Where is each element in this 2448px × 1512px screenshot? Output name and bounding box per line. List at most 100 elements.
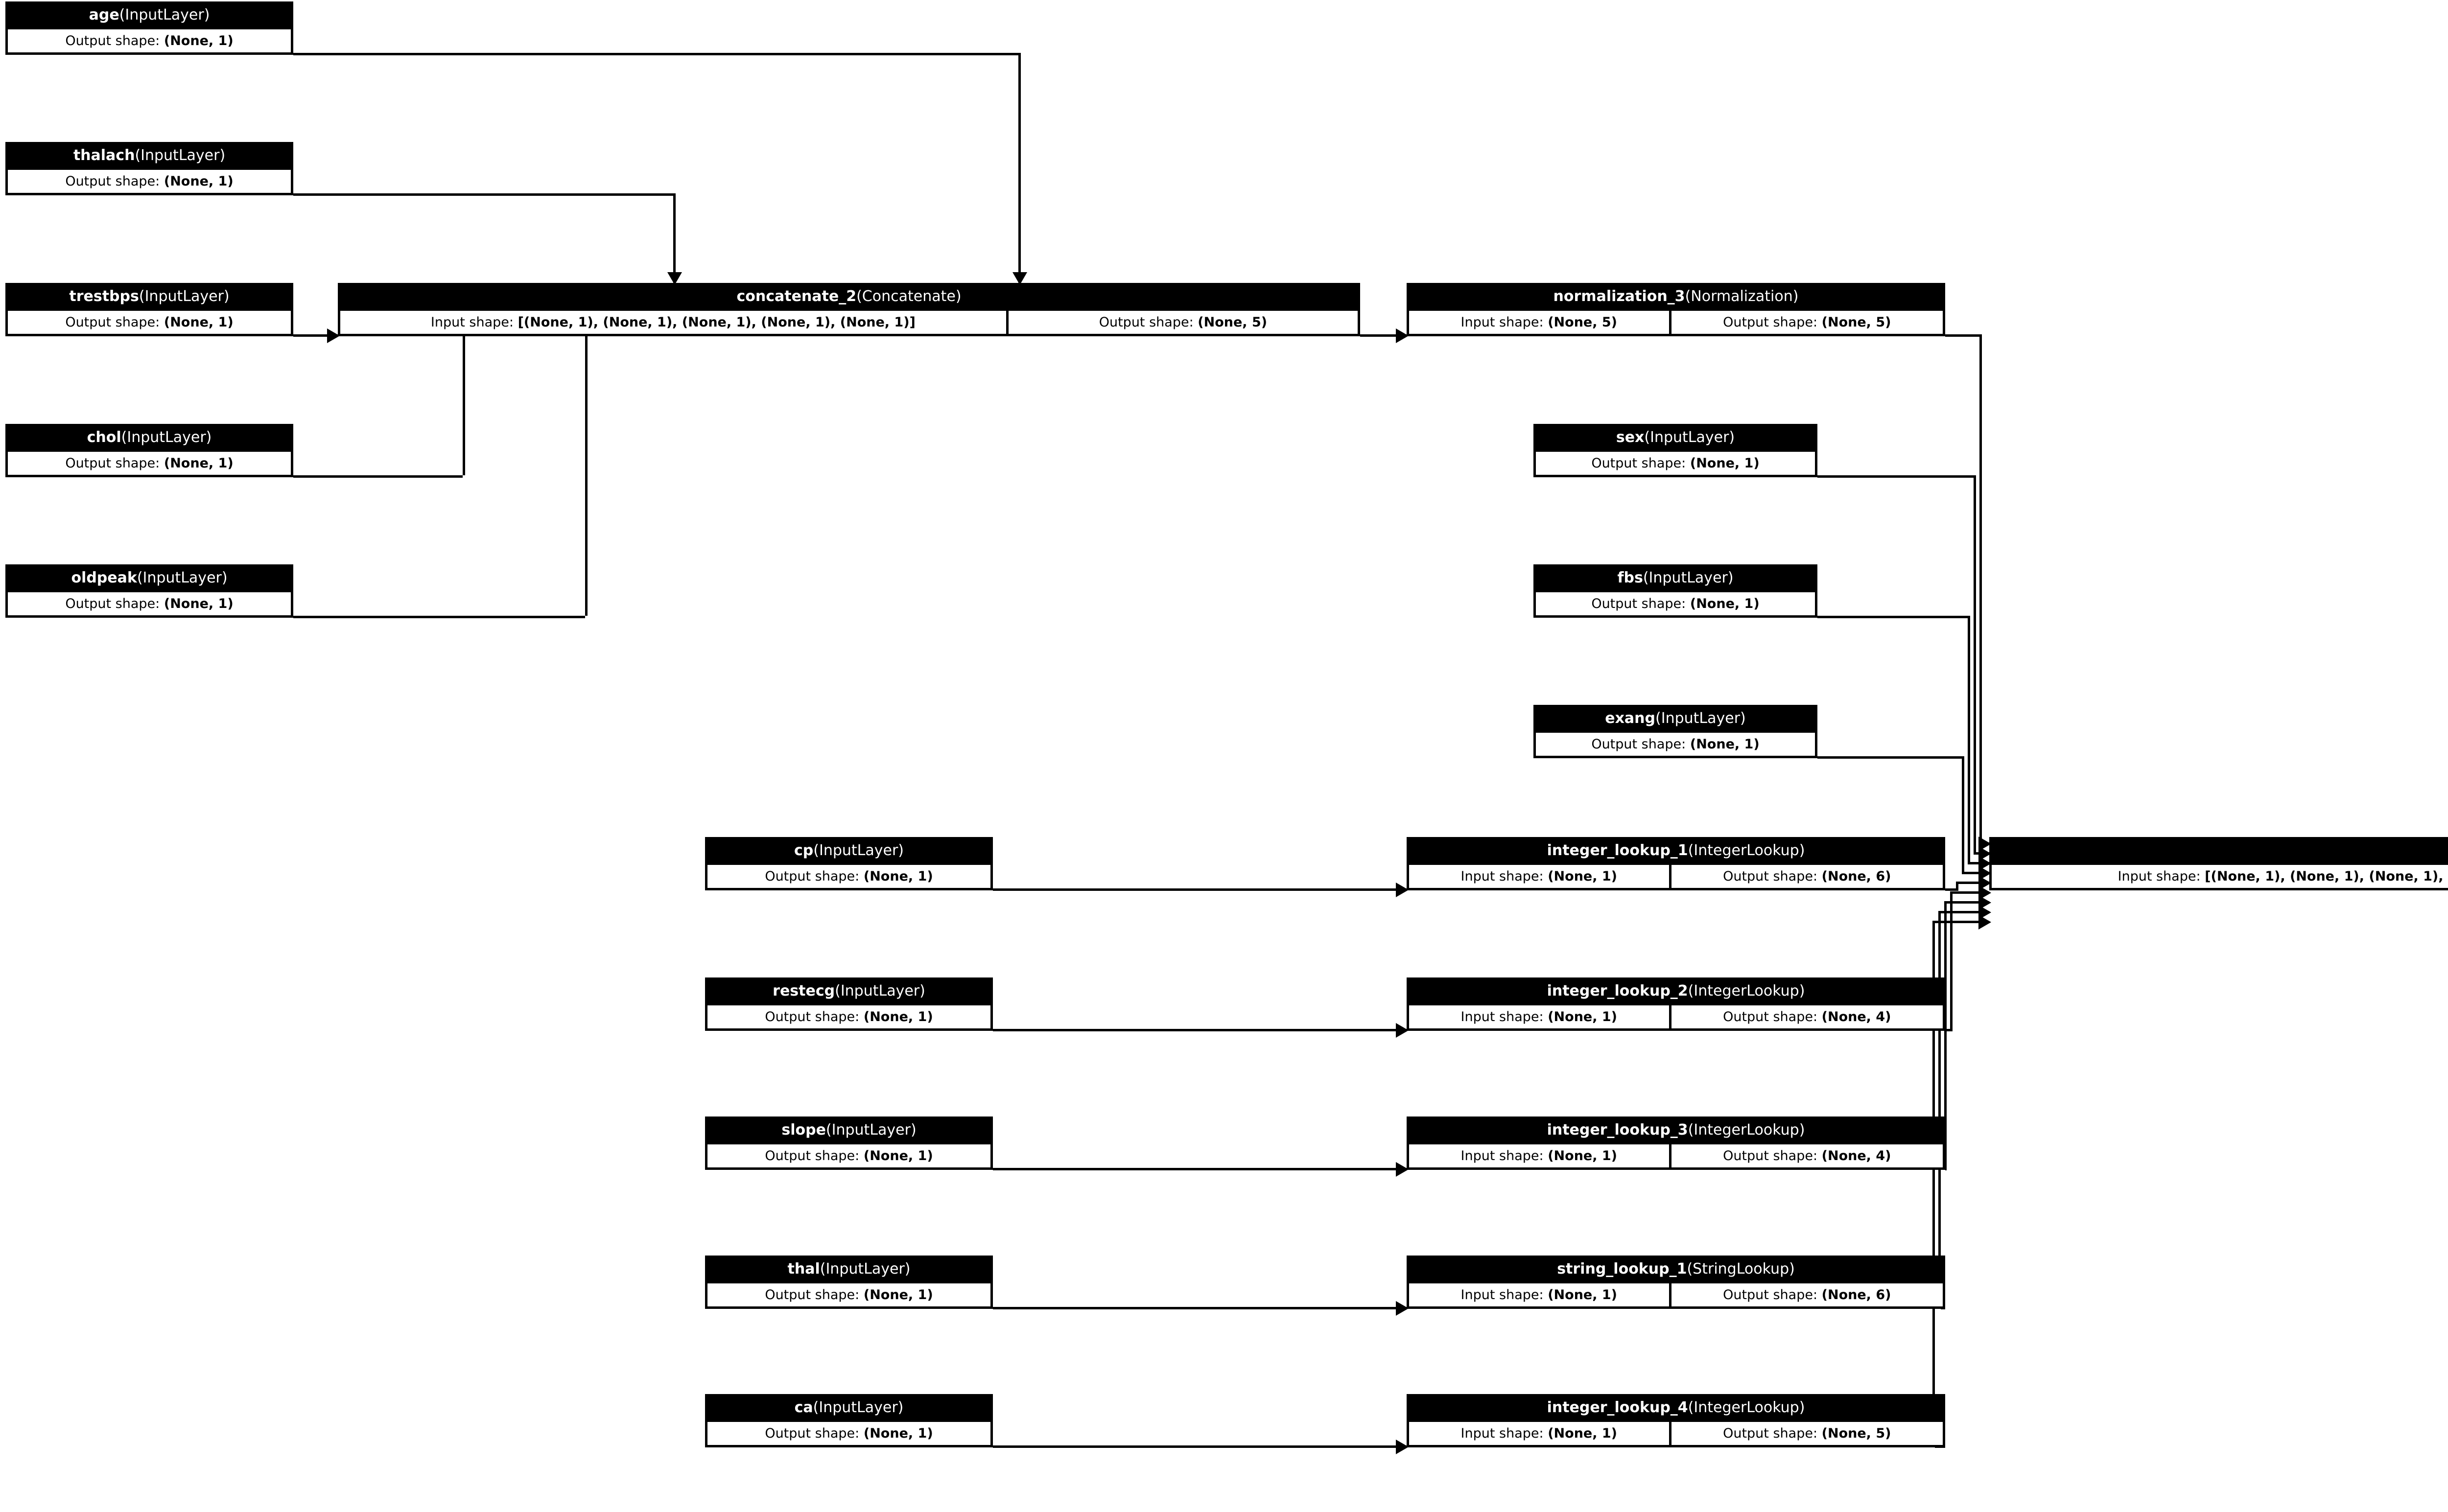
node-layer-name: integer_lookup_4 <box>1547 1399 1688 1416</box>
node-shapes-concatenate_3: Input shape: [(None, 1), (None, 1), (Non… <box>1992 862 2448 888</box>
output-shape-cell: Output shape: (None, 1) <box>707 1005 990 1028</box>
output-shape-value: (None, 4) <box>1821 1148 1891 1163</box>
output-shape-label: Output shape: <box>1723 1287 1818 1303</box>
input-shape-value: [(None, 1), (None, 1), (None, 1), (None,… <box>518 314 916 330</box>
output-shape-label: Output shape: <box>1723 1009 1818 1024</box>
node-title-normalization_3: normalization_3 (Normalization) <box>1409 285 1943 308</box>
node-integer_lookup_2[interactable]: integer_lookup_2 (IntegerLookup)Input sh… <box>1407 977 1945 1031</box>
output-shape-value: (None, 1) <box>863 1287 933 1303</box>
node-restecg[interactable]: restecg (InputLayer)Output shape: (None,… <box>705 977 993 1031</box>
node-integer_lookup_4[interactable]: integer_lookup_4 (IntegerLookup)Input sh… <box>1407 1394 1945 1447</box>
node-string_lookup_1[interactable]: string_lookup_1 (StringLookup)Input shap… <box>1407 1256 1945 1309</box>
node-chol[interactable]: chol (InputLayer)Output shape: (None, 1) <box>5 424 293 477</box>
node-title-slope: slope (InputLayer) <box>707 1119 990 1142</box>
edge-sex-to-concatenate3-h1 <box>1817 475 1976 478</box>
edge-oldpeak-to-concatenate2-h <box>293 616 585 618</box>
input-shape-label: Input shape: <box>1460 314 1544 330</box>
node-title-integer_lookup_2: integer_lookup_2 (IntegerLookup) <box>1409 980 1943 1003</box>
output-shape-value: (None, 1) <box>164 455 234 471</box>
node-fbs[interactable]: fbs (InputLayer)Output shape: (None, 1) <box>1533 564 1817 618</box>
input-shape-label: Input shape: <box>1460 1148 1544 1163</box>
output-shape-label: Output shape: <box>765 868 860 884</box>
output-shape-value: (None, 1) <box>863 1148 933 1163</box>
output-shape-label: Output shape: <box>1591 736 1686 752</box>
output-shape-value: (None, 1) <box>863 1009 933 1024</box>
node-shapes-thal: Output shape: (None, 1) <box>707 1280 990 1306</box>
input-shape-label: Input shape: <box>2118 868 2201 884</box>
node-layer-name: ca <box>794 1399 813 1416</box>
output-shape-label: Output shape: <box>1591 455 1686 471</box>
node-exang[interactable]: exang (InputLayer)Output shape: (None, 1… <box>1533 705 1817 758</box>
node-shapes-integer_lookup_3: Input shape: (None, 1)Output shape: (Non… <box>1409 1141 1943 1167</box>
node-layer-type: (StringLookup) <box>1687 1260 1795 1278</box>
input-shape-value: (None, 1) <box>1548 1009 1618 1024</box>
node-oldpeak[interactable]: oldpeak (InputLayer)Output shape: (None,… <box>5 564 293 618</box>
output-shape-value: (None, 4) <box>1821 1009 1891 1024</box>
output-shape-value: (None, 5) <box>1821 314 1891 330</box>
node-age[interactable]: age (InputLayer)Output shape: (None, 1) <box>5 1 293 55</box>
edge-arrowhead-right <box>1396 328 1409 343</box>
node-title-concatenate_3: concatenate_3 (Concatenate) <box>1992 839 2448 862</box>
node-title-integer_lookup_3: integer_lookup_3 (IntegerLookup) <box>1409 1119 1943 1142</box>
node-layer-type: (InputLayer) <box>813 1399 904 1416</box>
node-shapes-concatenate_2: Input shape: [(None, 1), (None, 1), (Non… <box>340 308 1358 334</box>
output-shape-value: (None, 1) <box>164 33 234 48</box>
edge-integer_lookup_3-to-concatenate3-h1 <box>1945 1168 1947 1170</box>
output-shape-value: (None, 1) <box>164 173 234 189</box>
node-title-integer_lookup_4: integer_lookup_4 (IntegerLookup) <box>1409 1396 1943 1419</box>
edge-exang-to-concatenate3-h1 <box>1817 756 1964 759</box>
output-shape-label: Output shape: <box>765 1425 860 1441</box>
input-shape-cell: Input shape: [(None, 1), (None, 1), (Non… <box>340 310 1006 334</box>
node-title-oldpeak: oldpeak (InputLayer) <box>8 567 291 590</box>
node-cp[interactable]: cp (InputLayer)Output shape: (None, 1) <box>705 837 993 890</box>
node-shapes-integer_lookup_4: Input shape: (None, 1)Output shape: (Non… <box>1409 1419 1943 1445</box>
node-shapes-oldpeak: Output shape: (None, 1) <box>8 589 291 615</box>
node-sex[interactable]: sex (InputLayer)Output shape: (None, 1) <box>1533 424 1817 477</box>
node-layer-name: trestbps <box>69 288 139 305</box>
node-thalach[interactable]: thalach (InputLayer)Output shape: (None,… <box>5 142 293 195</box>
edge-integer_lookup_2-to-concatenate3-h2 <box>1950 891 1989 894</box>
node-integer_lookup_3[interactable]: integer_lookup_3 (IntegerLookup)Input sh… <box>1407 1117 1945 1170</box>
output-shape-cell: Output shape: (None, 1) <box>1536 592 1815 615</box>
edge-normalization_3-to-concatenate3-h1 <box>1945 334 1982 337</box>
node-layer-type: (InputLayer) <box>835 982 925 1000</box>
output-shape-cell: Output shape: (None, 5) <box>1669 1421 1943 1445</box>
node-normalization_3[interactable]: normalization_3 (Normalization) Input sha… <box>1407 283 1945 336</box>
edge-trestbps-to-concatenate2-h <box>293 334 338 337</box>
output-shape-value: (None, 1) <box>1690 596 1760 611</box>
node-integer_lookup_1[interactable]: integer_lookup_1 (IntegerLookup)Input sh… <box>1407 837 1945 890</box>
node-ca[interactable]: ca (InputLayer) Output shape: (None, 1) <box>705 1394 993 1447</box>
node-layer-name: integer_lookup_2 <box>1547 982 1688 1000</box>
edge-thalach-to-concatenate2-v <box>673 193 676 283</box>
node-layer-type: (InputLayer) <box>1655 710 1746 727</box>
node-layer-type: (InputLayer) <box>137 569 228 586</box>
edge-chol-to-concatenate2-v <box>463 334 465 475</box>
node-title-cp: cp (InputLayer) <box>707 839 990 862</box>
node-concatenate_3[interactable]: concatenate_3 (Concatenate)Input shape: … <box>1989 837 2448 890</box>
input-shape-value: (None, 1) <box>1548 1287 1618 1303</box>
node-title-age: age (InputLayer) <box>8 4 291 27</box>
node-layer-type: (Concatenate) <box>856 288 962 305</box>
output-shape-cell: Output shape: (None, 1) <box>707 1283 990 1306</box>
edge-fbs-to-concatenate3-v <box>1968 616 1970 862</box>
node-thal[interactable]: thal (InputLayer)Output shape: (None, 1) <box>705 1256 993 1309</box>
edge-age-to-concatenate2-v <box>1018 53 1021 283</box>
edge-restecg-to-integer_lookup_2-h <box>993 1029 1407 1031</box>
output-shape-cell: Output shape: (None, 1) <box>1536 451 1815 475</box>
output-shape-cell: Output shape: (None, 1) <box>1536 732 1815 756</box>
edge-cp-to-integer_lookup_1-h <box>993 888 1407 891</box>
node-trestbps[interactable]: trestbps (InputLayer)Output shape: (None… <box>5 283 293 336</box>
edge-oldpeak-to-concatenate2-v <box>585 334 588 616</box>
edge-integer_lookup_3-to-concatenate3-v <box>1944 901 1947 1168</box>
output-shape-cell: Output shape: (None, 1) <box>8 169 291 193</box>
input-shape-cell: Input shape: (None, 1) <box>1409 864 1669 888</box>
input-shape-value: (None, 1) <box>1548 1425 1618 1441</box>
edge-integer_lookup_4-to-concatenate3-h2 <box>1932 921 1989 923</box>
edge-thal-to-string_lookup_1-h <box>993 1307 1407 1309</box>
node-layer-type: (InputLayer) <box>119 6 210 23</box>
output-shape-cell: Output shape: (None, 1) <box>8 29 291 52</box>
node-slope[interactable]: slope (InputLayer)Output shape: (None, 1… <box>705 1117 993 1170</box>
node-concatenate_2[interactable]: concatenate_2 (Concatenate)Input shape: … <box>338 283 1360 336</box>
output-shape-value: (None, 1) <box>863 1425 933 1441</box>
output-shape-cell: Output shape: (None, 5) <box>1669 310 1943 334</box>
